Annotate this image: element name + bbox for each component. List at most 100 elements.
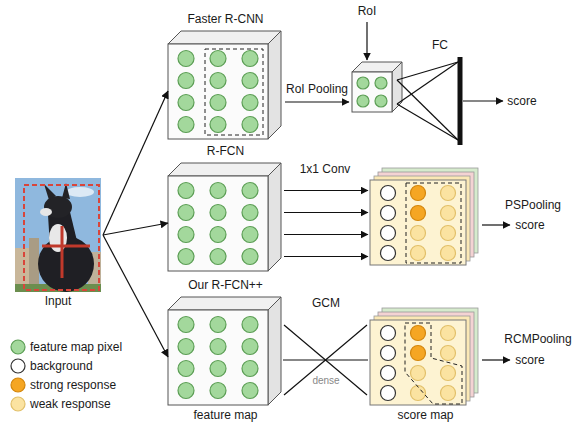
white-dot xyxy=(381,226,396,241)
weak-dot xyxy=(441,186,456,201)
sky xyxy=(15,178,101,292)
cube-front xyxy=(168,176,268,271)
green-dot xyxy=(210,95,226,111)
green-dot xyxy=(242,383,258,399)
weak-dot xyxy=(411,226,426,241)
connector-arrow xyxy=(103,235,168,357)
white-dot xyxy=(381,186,396,201)
green-dot xyxy=(357,95,369,107)
legend-swatch-frame xyxy=(10,377,26,393)
green-dot xyxy=(178,73,194,89)
layer-label: FC xyxy=(432,38,448,52)
green-dot xyxy=(210,361,226,377)
output-label: score xyxy=(507,94,536,108)
weak-dot xyxy=(441,206,456,221)
legend-swatch xyxy=(11,359,25,373)
score-map-cube: score map xyxy=(368,300,483,424)
input-label: RoI xyxy=(358,4,377,18)
weak-dot xyxy=(441,326,456,341)
operation-label: RoI Pooling xyxy=(286,82,348,96)
connector-arrow xyxy=(103,91,168,235)
green-dot xyxy=(178,183,194,199)
strong-dot xyxy=(411,346,426,361)
conv-arrow xyxy=(284,212,368,213)
white-dot xyxy=(381,366,396,381)
output-label: score xyxy=(515,218,544,232)
fc-line xyxy=(397,62,458,80)
legend-text: weak response xyxy=(30,397,111,411)
connector-arrow xyxy=(283,359,368,360)
conv-arrow xyxy=(284,256,368,257)
roi-dashed-box xyxy=(24,185,99,290)
green-dot xyxy=(242,73,258,89)
cube-front xyxy=(168,44,268,139)
method-title: Our R-FCN++ xyxy=(188,278,263,292)
green-dot xyxy=(210,117,226,133)
dense-line xyxy=(284,325,367,395)
green-dot xyxy=(242,183,258,199)
green-dot xyxy=(178,205,194,221)
dashed-region xyxy=(205,49,263,135)
white-dot xyxy=(381,206,396,221)
score-arrow xyxy=(482,224,510,225)
green-dot xyxy=(210,317,226,333)
building xyxy=(29,238,39,292)
legend-swatch xyxy=(11,397,25,411)
legend-item: background xyxy=(10,357,93,375)
green-dot xyxy=(178,317,194,333)
output-label: score xyxy=(515,353,544,367)
figure-layout xyxy=(15,22,510,405)
green-dot xyxy=(178,249,194,265)
operation-label: PSPooling xyxy=(505,198,561,212)
green-dot xyxy=(178,51,194,67)
score-arrow xyxy=(482,359,510,360)
legend-text: background xyxy=(30,359,93,373)
axis-caption: score map xyxy=(397,408,453,422)
green-dot xyxy=(210,205,226,221)
edge-label: GCM xyxy=(312,296,340,310)
weak-dot xyxy=(411,246,426,261)
score-map-front xyxy=(370,180,466,265)
cube-top xyxy=(168,163,281,176)
cube-side xyxy=(268,297,281,405)
green-dot xyxy=(242,95,258,111)
fc-bar xyxy=(458,57,463,145)
green-dot xyxy=(242,339,258,355)
green-dot xyxy=(242,205,258,221)
roi-arrow xyxy=(366,22,367,60)
green-dot xyxy=(210,73,226,89)
weak-dot xyxy=(441,346,456,361)
dog-ear xyxy=(44,184,56,200)
dog-chest xyxy=(49,224,67,252)
weak-dot xyxy=(441,246,456,261)
legend-swatch-frame xyxy=(10,396,26,412)
score-arrow xyxy=(463,100,503,101)
green-dot xyxy=(178,339,194,355)
legend-swatch xyxy=(11,378,25,392)
green-dot xyxy=(375,95,387,107)
green-dot xyxy=(242,249,258,265)
legend-text: strong response xyxy=(30,378,116,392)
cube-front xyxy=(352,72,392,112)
operation-label: 1x1 Conv xyxy=(300,162,351,176)
green-dot xyxy=(210,249,226,265)
green-dot xyxy=(242,361,258,377)
fc-line xyxy=(397,80,458,140)
conv-arrow xyxy=(284,234,368,235)
dashed-region xyxy=(406,183,461,263)
operation-label: RCMPooling xyxy=(504,332,571,346)
fc-line xyxy=(397,62,458,104)
fc-line xyxy=(397,104,458,140)
dashed-region xyxy=(405,323,462,404)
cube-side xyxy=(268,31,281,139)
green-dot xyxy=(178,117,194,133)
white-dot xyxy=(381,346,396,361)
legend-swatch-frame xyxy=(10,339,26,355)
image-caption: Input xyxy=(45,294,72,308)
dense-line xyxy=(284,325,367,395)
legend-swatch-frame xyxy=(10,358,26,374)
green-dot xyxy=(210,227,226,243)
strong-dot xyxy=(411,326,426,341)
note-label: dense xyxy=(311,374,340,388)
